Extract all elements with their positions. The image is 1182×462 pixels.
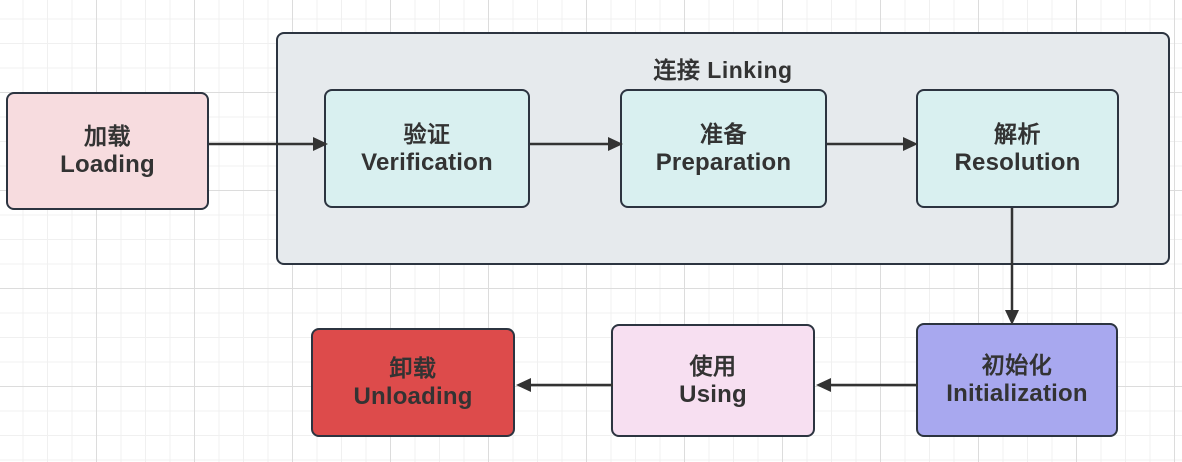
node-resolution-label-en: Resolution — [954, 148, 1081, 176]
arrow-preparation-to-resolution — [827, 134, 919, 154]
node-initialization[interactable]: 初始化 Initialization — [916, 323, 1118, 437]
node-unloading[interactable]: 卸载 Unloading — [311, 328, 515, 437]
node-preparation[interactable]: 准备 Preparation — [620, 89, 827, 208]
arrow-initialization-to-using — [815, 375, 918, 395]
node-initialization-label-en: Initialization — [946, 380, 1088, 408]
arrow-verification-to-preparation — [530, 134, 624, 154]
node-verification[interactable]: 验证 Verification — [324, 89, 530, 208]
node-using[interactable]: 使用 Using — [611, 324, 815, 437]
node-resolution-label-cn: 解析 — [994, 120, 1041, 147]
node-resolution[interactable]: 解析 Resolution — [916, 89, 1119, 208]
node-loading-label-en: Loading — [60, 151, 155, 179]
arrow-loading-to-verification — [209, 134, 329, 154]
group-title-linking: 连接 Linking — [653, 57, 793, 83]
arrow-using-to-unloading — [515, 375, 613, 395]
node-initialization-label-cn: 初始化 — [981, 352, 1053, 379]
node-unloading-label-en: Unloading — [353, 382, 473, 410]
node-unloading-label-cn: 卸载 — [389, 354, 437, 381]
node-loading[interactable]: 加载 Loading — [6, 92, 209, 210]
node-preparation-label-en: Preparation — [655, 148, 792, 176]
node-verification-label-cn: 验证 — [403, 120, 451, 147]
arrow-resolution-to-initialization — [1002, 208, 1022, 326]
node-preparation-label-cn: 准备 — [700, 120, 747, 147]
node-using-label-cn: 使用 — [689, 352, 737, 379]
node-verification-label-en: Verification — [361, 148, 493, 176]
node-loading-label-cn: 加载 — [84, 123, 131, 150]
node-using-label-en: Using — [679, 380, 747, 408]
